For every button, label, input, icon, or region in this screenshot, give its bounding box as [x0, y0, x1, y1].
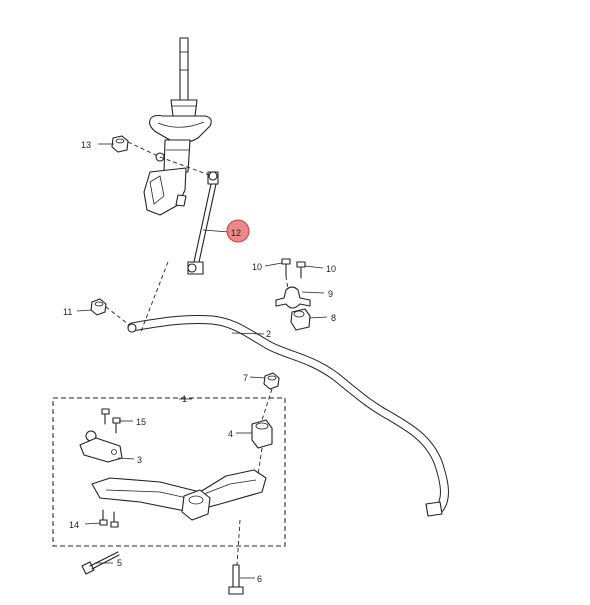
lower-control-arm — [91, 469, 267, 521]
bracket-9 — [275, 286, 311, 309]
callout-9: 9 — [328, 289, 333, 299]
bolts-15 — [101, 408, 121, 434]
bush-4 — [251, 419, 273, 449]
bolt-6 — [228, 564, 244, 595]
nut-11 — [90, 298, 107, 316]
assembly-box-1 — [52, 397, 286, 547]
callout-3: 3 — [137, 455, 142, 465]
callout-6: 6 — [257, 574, 262, 584]
callout-8: 8 — [331, 313, 336, 323]
nut-7 — [263, 372, 280, 390]
assembly-centre-lines — [105, 141, 289, 566]
callout-12: 12 — [231, 228, 241, 238]
leader-lines — [76, 143, 328, 579]
nut-13 — [111, 135, 129, 153]
callout-1: 1 — [182, 394, 187, 404]
callout-5: 5 — [117, 558, 122, 568]
callout-10-left: 10 — [252, 262, 262, 272]
callout-13: 13 — [81, 140, 91, 150]
callout-10-right: 10 — [326, 264, 336, 274]
callout-14: 14 — [69, 520, 79, 530]
callout-7: 7 — [243, 373, 248, 383]
highlight-marker — [226, 219, 250, 243]
callout-labels: 13 12 10 10 9 11 8 2 7 1 15 4 3 14 5 6 — [63, 140, 336, 584]
bolts-14 — [99, 509, 119, 528]
bolts-10 — [281, 258, 306, 279]
strut-assembly — [143, 37, 212, 216]
bush-8 — [290, 308, 311, 331]
stabiliser-bar — [127, 315, 449, 517]
callout-11: 11 — [63, 307, 72, 317]
stabiliser-link — [187, 171, 219, 275]
ball-joint-3 — [79, 430, 123, 463]
callout-15: 15 — [136, 417, 146, 427]
callout-4: 4 — [228, 429, 233, 439]
bolt-5 — [81, 551, 120, 575]
callout-2: 2 — [266, 329, 271, 339]
